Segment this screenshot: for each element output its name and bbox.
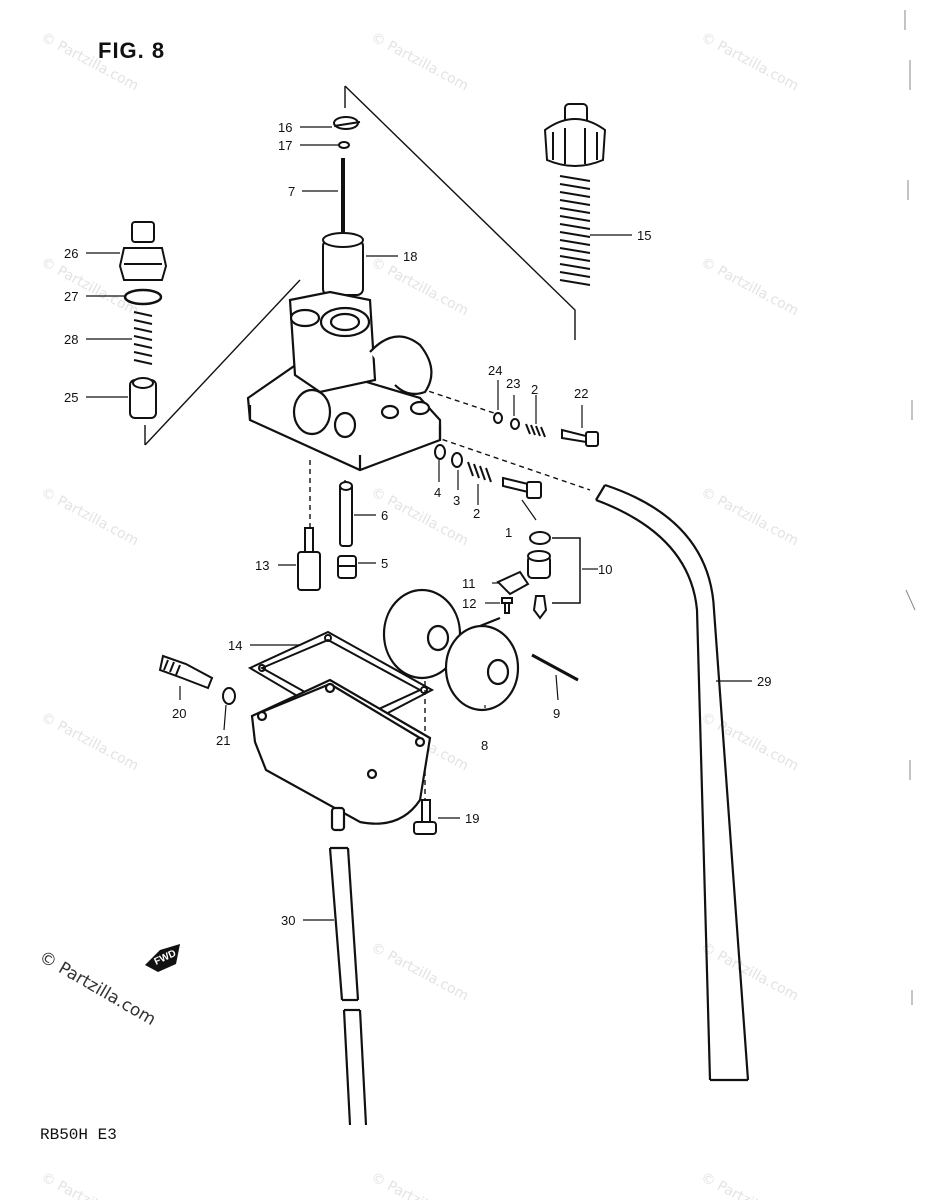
part-2-spring-lower [467, 461, 492, 483]
part-label: 8 [481, 738, 488, 753]
part-label: 22 [574, 386, 588, 401]
part-label: 25 [64, 390, 78, 405]
part-5-main-jet [337, 555, 357, 579]
part-label: 7 [288, 184, 295, 199]
part-18-throttle-valve [322, 232, 364, 296]
part-label: 16 [278, 120, 292, 135]
part-28-spring [133, 311, 153, 365]
part-label: 18 [403, 249, 417, 264]
part-22-screw [561, 428, 599, 447]
watermark-text: © Partzilla.com [368, 1169, 471, 1200]
part-label: 5 [381, 556, 388, 571]
part-15-cap [543, 103, 607, 167]
part-10-needle-seat [527, 550, 551, 579]
watermark-text: © Partzilla.com [368, 254, 471, 319]
part-10-bracket [552, 537, 581, 604]
part-label: 20 [172, 706, 186, 721]
part-label: 26 [64, 246, 78, 261]
part-1-screw [502, 476, 542, 499]
part-21-washer [222, 687, 236, 705]
part-23-washer [510, 418, 520, 430]
model-code: RB50H E3 [40, 1126, 117, 1144]
part-label: 21 [216, 733, 230, 748]
watermark-text: © Partzilla.com [698, 29, 801, 94]
part-label: 29 [757, 674, 771, 689]
part-6-jet-holder [339, 481, 353, 547]
part-label: 1 [505, 525, 512, 540]
part-label: 12 [462, 596, 476, 611]
figure-title: FIG. 8 [98, 38, 166, 63]
watermark-text: © Partzilla.com [698, 939, 801, 1004]
part-label: 3 [453, 493, 460, 508]
part-10-needle [532, 595, 548, 620]
watermark-text: © Partzilla.com [698, 484, 801, 549]
part-label: 13 [255, 558, 269, 573]
part-label: 23 [506, 376, 520, 391]
part-15-spring [559, 175, 591, 286]
part-19-screw [413, 799, 437, 835]
part-label: 11 [462, 576, 476, 591]
watermark-text: © Partzilla.com [368, 29, 471, 94]
watermark-text: © Partzilla.com [368, 939, 471, 1004]
float-bowl [250, 678, 432, 832]
watermark-text: © Partzilla.com [698, 1169, 801, 1200]
part-label: 6 [381, 508, 388, 523]
part-26-fitting [118, 221, 168, 281]
watermark-main: © Partzilla.com [36, 947, 160, 1030]
part-25-plunger [129, 377, 157, 419]
part-label: 17 [278, 138, 292, 153]
part-24-washer [493, 412, 503, 424]
part-12-screw [501, 597, 513, 614]
part-labels: 1 2 2 3 4 5 6 7 8 9 10 11 12 13 14 15 16… [64, 120, 771, 928]
part-2-spring-upper [525, 423, 546, 438]
part-13-pilot-jet [297, 527, 321, 591]
part-label: 2 [473, 506, 480, 521]
watermark-text: © Partzilla.com [698, 709, 801, 774]
watermark-text: © Partzilla.com [698, 254, 801, 319]
watermark-text: © Partzilla.com [38, 484, 141, 549]
part-16-clip [333, 116, 361, 130]
carburetor-body [246, 290, 442, 472]
part-27-o-ring [123, 288, 163, 306]
part-label: 2 [531, 382, 538, 397]
part-11-clip [496, 570, 530, 596]
watermark-text: © Partzilla.com [38, 1169, 141, 1200]
watermark-text: © Partzilla.com [38, 29, 141, 94]
part-label: 27 [64, 289, 78, 304]
part-20-screw [158, 654, 214, 690]
watermark-text: © Partzilla.com [38, 709, 141, 774]
part-3-washer [451, 452, 463, 468]
scan-edge [904, 10, 916, 1005]
part-label: 28 [64, 332, 78, 347]
part-label: 10 [598, 562, 612, 577]
part-29-tube [595, 483, 750, 1082]
part-label: 15 [637, 228, 651, 243]
part-9-float-pin [531, 653, 579, 682]
part-label: 30 [281, 913, 295, 928]
part-label: 9 [553, 706, 560, 721]
part-label: 4 [434, 485, 441, 500]
part-8-float-front [444, 616, 520, 712]
part-30-tube [328, 846, 368, 1126]
fwd-arrow-icon: FWD [145, 944, 180, 972]
part-label: 14 [228, 638, 242, 653]
part-8-float-rear [382, 588, 462, 680]
leader-lines [86, 126, 752, 921]
part-17-ring [338, 141, 350, 149]
part-label: 24 [488, 363, 502, 378]
part-label: 19 [465, 811, 479, 826]
part-10-ring [529, 531, 551, 545]
part-4-washer [434, 444, 446, 460]
